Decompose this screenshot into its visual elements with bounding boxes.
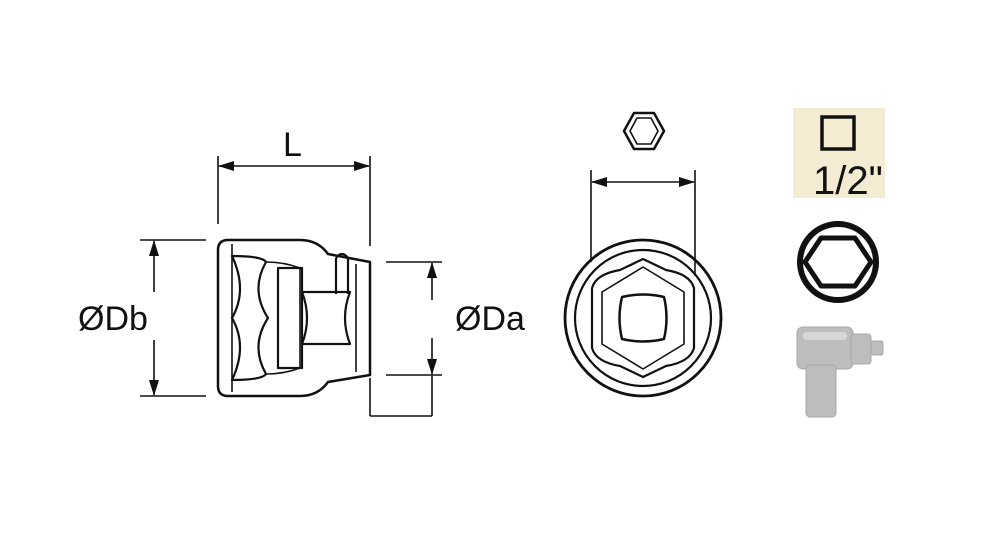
socket-neck [276, 266, 304, 370]
square-drive-socket [300, 290, 352, 346]
outer-circle [563, 238, 723, 398]
hex-nut-icon [622, 111, 666, 151]
six-point-icon-group [797, 221, 879, 303]
socket-body-outline [216, 238, 372, 398]
six-point-icon-ring [797, 221, 879, 303]
dimension-body-diameter [140, 239, 206, 397]
wrench-head [850, 333, 872, 365]
hex-opening [590, 257, 696, 379]
dimension-drive-diameter [369, 261, 442, 417]
square-drive-opening [618, 293, 668, 343]
dimension-length [217, 156, 371, 246]
detent-hole-cap [335, 252, 349, 259]
drive-size-label: 1/2" [813, 159, 883, 203]
drive-size-badge [793, 108, 885, 198]
inner-hex-detail [601, 266, 685, 370]
wrench-highlight [803, 332, 847, 340]
wrench-anvil [870, 340, 884, 356]
socket-end-view [563, 111, 723, 398]
impact-wrench-icon [796, 326, 884, 418]
socket-side-view [216, 238, 372, 398]
square-drive-icon [820, 115, 856, 151]
length-label: L [283, 126, 302, 164]
wrench-handle [805, 364, 837, 418]
inner-circle [573, 248, 713, 388]
drive-diameter-label: ØDa [455, 300, 525, 338]
hex-nut-inner [629, 117, 659, 145]
six-point-hex-icon [802, 235, 874, 289]
inner-contour-edge [265, 261, 301, 375]
inner-twelve-point-contour [230, 254, 270, 382]
body-diameter-label: ØDb [78, 300, 148, 338]
